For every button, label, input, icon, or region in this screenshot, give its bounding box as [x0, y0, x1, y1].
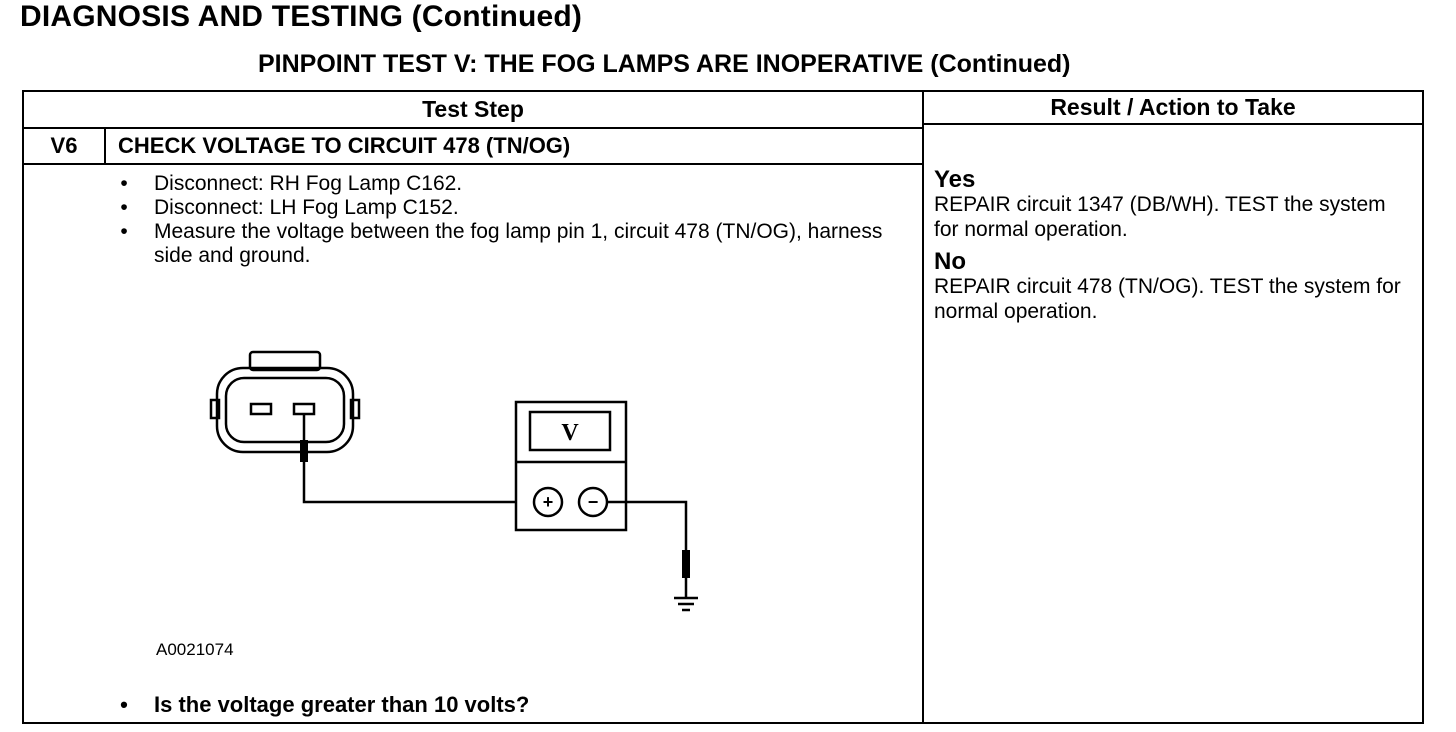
voltmeter-icon: V + −	[514, 400, 628, 532]
test-table: Test Step Result / Action to Take V6 CHE…	[22, 90, 1424, 724]
bullet-icon: •	[120, 172, 128, 195]
result-no: No REPAIR circuit 478 (TN/OG). TEST the …	[934, 250, 1414, 324]
step-id-divider	[104, 129, 106, 163]
step-instructions: • Disconnect: RH Fog Lamp C162. • Discon…	[114, 172, 894, 268]
plus-terminal-label: +	[543, 492, 554, 512]
bullet-icon: •	[120, 220, 128, 243]
instruction-text: Disconnect: RH Fog Lamp C162.	[154, 172, 463, 195]
instruction-item: • Disconnect: LH Fog Lamp C152.	[114, 196, 894, 220]
voltmeter-diagram: V + −	[209, 350, 698, 612]
result-answer: No	[934, 248, 966, 275]
header-divider-left	[24, 127, 922, 129]
bullet-icon: •	[120, 692, 128, 717]
header-result-action: Result / Action to Take	[1050, 94, 1296, 120]
result-yes: Yes REPAIR circuit 1347 (DB/WH). TEST th…	[934, 168, 1414, 242]
header-test-step: Test Step	[422, 96, 524, 122]
result-answer: Yes	[934, 166, 976, 193]
instruction-item: • Measure the voltage between the fog la…	[114, 220, 894, 268]
step-title: CHECK VOLTAGE TO CIRCUIT 478 (TN/OG)	[118, 133, 571, 158]
question-text: Is the voltage greater than 10 volts?	[154, 692, 530, 717]
pinpoint-test-title: PINPOINT TEST V: THE FOG LAMPS ARE INOPE…	[258, 50, 1071, 78]
instruction-item: • Disconnect: RH Fog Lamp C162.	[114, 172, 894, 196]
result-action: REPAIR circuit 1347 (DB/WH). TEST the sy…	[934, 193, 1386, 241]
page-title: DIAGNOSIS AND TESTING (Continued)	[20, 0, 583, 33]
negative-probe-lead	[607, 500, 690, 598]
ground-icon	[674, 596, 698, 612]
result-column: Yes REPAIR circuit 1347 (DB/WH). TEST th…	[934, 168, 1414, 324]
header-divider-right	[922, 123, 1422, 125]
result-action: REPAIR circuit 478 (TN/OG). TEST the sys…	[934, 275, 1401, 323]
step-id: V6	[50, 133, 78, 158]
step-question: • Is the voltage greater than 10 volts?	[114, 692, 529, 718]
meter-display-label: V	[561, 420, 579, 446]
column-divider	[922, 92, 924, 722]
fog-lamp-connector-icon	[209, 350, 361, 454]
figure-code: A0021074	[156, 640, 234, 659]
positive-probe-lead	[300, 414, 516, 504]
bullet-icon: •	[120, 196, 128, 219]
instruction-text: Disconnect: LH Fog Lamp C152.	[154, 196, 459, 219]
minus-terminal-label: −	[588, 492, 599, 512]
step-row-divider	[24, 163, 922, 165]
instruction-text: Measure the voltage between the fog lamp…	[154, 220, 883, 267]
